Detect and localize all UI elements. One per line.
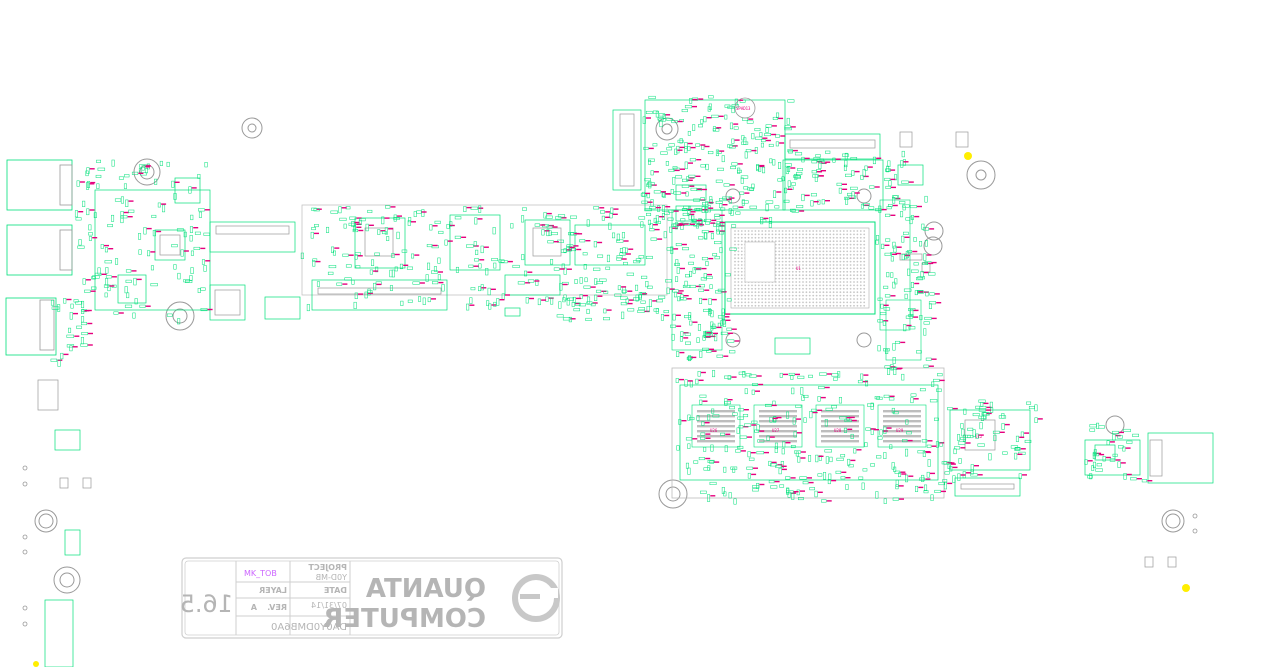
spad-label: SPAD13 [736, 106, 751, 111]
memory-chip-refdes: U29 [896, 428, 904, 433]
upper-right-region [612, 99, 969, 273]
cpu-refdes: U1 [796, 266, 801, 271]
test-points [22, 465, 1198, 627]
version-number: 16.5 [180, 590, 233, 618]
part-number: DA0Y0DMB6A0 [271, 622, 347, 633]
cpu-package: U1 [724, 221, 876, 355]
memory-area: U26 U27 U28 U29 [671, 367, 945, 499]
memory-chip: U28 [815, 404, 865, 448]
memory-chip: U26 [691, 404, 741, 448]
quanta-logo [512, 574, 560, 622]
mounting-holes [34, 117, 1185, 594]
rev-value: A [250, 603, 257, 612]
memory-chip-refdes: U27 [772, 428, 780, 433]
memory-chip-refdes: U28 [834, 428, 842, 433]
spad-pad: SPAD13 [734, 97, 756, 119]
date-label: DATE [324, 586, 347, 595]
layer-value: MK_TOB [244, 569, 277, 578]
io-controller-refdes: U12 [975, 434, 983, 439]
rev-label: REV. [267, 603, 287, 612]
left-connectors [5, 159, 73, 356]
layer-label: LAYER [259, 586, 287, 595]
cpu-side-components [671, 199, 922, 361]
project-label: PROJECT [308, 563, 347, 572]
memory-chip: U29 [877, 404, 927, 448]
memory-chip: U27 [753, 404, 803, 448]
io-controller-area [949, 409, 1031, 497]
company-name-line2: COMPUTER [323, 604, 486, 634]
left-chip-cluster [94, 177, 301, 321]
project-value: Y0D-MB [316, 573, 348, 582]
lower-left-parts [37, 379, 92, 667]
smd-passives [50, 95, 1153, 505]
middle-region [301, 204, 668, 317]
company-name-line1: QUANTA [366, 574, 486, 604]
memory-chips: U26 U27 U28 U29 [691, 404, 927, 448]
date-value: 07/31/14 [311, 601, 347, 610]
memory-chip-refdes: U26 [710, 428, 718, 433]
fiducial-markers [33, 152, 1190, 667]
right-connector [1084, 432, 1214, 568]
title-block: QUANTA COMPUTER PROJECT Y0D-MB DATE 07/3… [180, 557, 563, 639]
